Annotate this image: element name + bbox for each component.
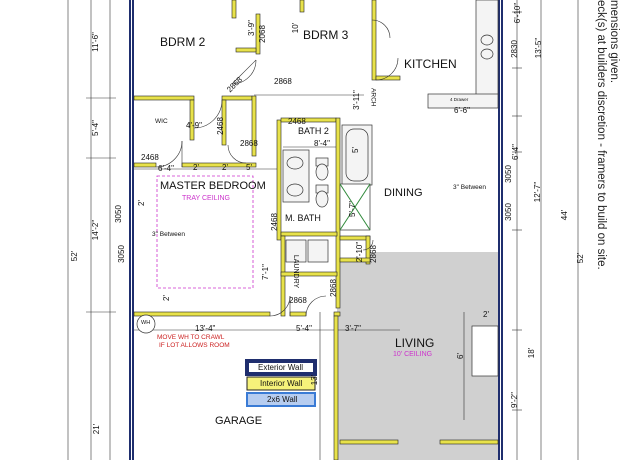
arch-label: ARCH bbox=[369, 88, 377, 107]
dim-5-4b: 5'-4" bbox=[296, 324, 312, 333]
dim-5b: 5' bbox=[350, 147, 360, 153]
room-master: MASTER BEDROOM bbox=[160, 180, 266, 192]
dim-drawer: 4 Drawer bbox=[450, 97, 469, 102]
dim-2868-a: 2868 bbox=[274, 77, 292, 86]
living-floor bbox=[337, 252, 498, 460]
dim-2830: 2830 bbox=[509, 40, 519, 58]
wh-label: WH bbox=[141, 320, 151, 326]
dim-2-10: 2'-10" bbox=[355, 241, 365, 263]
dim-2868-f: 2868 bbox=[368, 245, 378, 263]
dim-2868-d: 2868 bbox=[289, 296, 307, 305]
dim-2-living: 2' bbox=[483, 310, 489, 319]
dim-44: 44' bbox=[560, 209, 570, 221]
room-kitchen: KITCHEN bbox=[404, 57, 457, 71]
dim-3050-right: 3050 bbox=[503, 165, 513, 183]
dim-6: 6' bbox=[455, 353, 465, 359]
dim-6-4b: 6'-4" bbox=[510, 144, 520, 160]
dim-5-7: 5'-7" bbox=[347, 201, 357, 217]
door-swings bbox=[155, 19, 399, 317]
dim-14-2: 14'-2" bbox=[91, 219, 101, 241]
room-bath2: BATH 2 bbox=[298, 126, 329, 136]
left-dimension-lines bbox=[67, 0, 116, 460]
shower-stall bbox=[339, 183, 371, 231]
water-heater bbox=[136, 314, 156, 334]
dim-13: 13' bbox=[310, 374, 320, 386]
fireplace bbox=[471, 325, 499, 377]
room-bdrm3: BDRM 3 bbox=[303, 28, 349, 42]
living-ceiling-label: 10' CEILING bbox=[393, 351, 433, 358]
dim-52-left: 52' bbox=[70, 250, 80, 262]
dim-2468-d: 2468 bbox=[269, 213, 279, 231]
room-living: LIVING bbox=[395, 336, 435, 350]
room-mbath: M. BATH bbox=[285, 213, 321, 223]
dim-6-10: 6'-10" bbox=[513, 2, 523, 24]
room-dining: DINING bbox=[384, 187, 423, 199]
kitchen-counter bbox=[427, 0, 499, 109]
tray-ceiling-label: TRAY CEILING bbox=[182, 195, 230, 202]
dim-2868-e: 2868 bbox=[328, 279, 338, 297]
legend-exterior-label: Exterior Wall bbox=[258, 363, 304, 372]
dim-2c: 2' bbox=[136, 200, 146, 206]
dim-52-right: 52' bbox=[576, 252, 586, 264]
room-wic: WIC bbox=[155, 118, 168, 125]
dim-between-1: 3" Between bbox=[152, 231, 186, 238]
dim-2068: 2068 bbox=[257, 25, 267, 43]
dim-3-9: 3'-9" bbox=[246, 20, 256, 36]
dim-3050-right2: 3050 bbox=[503, 203, 513, 221]
bath-fixtures bbox=[282, 124, 373, 263]
dim-13-5: 13'-5" bbox=[534, 37, 544, 59]
dim-3-11: 3'-11" bbox=[351, 90, 361, 110]
dim-5a: 5' bbox=[246, 163, 252, 172]
dim-8-4: 8'-4" bbox=[314, 139, 330, 148]
interior-dimension-lines bbox=[134, 94, 465, 460]
legend-interior-swatch bbox=[246, 376, 316, 391]
dim-5-4: 5'-4" bbox=[90, 120, 100, 136]
room-laundry: LAUNDRY bbox=[292, 254, 300, 289]
dim-2b: 2' bbox=[222, 163, 228, 172]
room-garage: GARAGE bbox=[215, 415, 263, 427]
legend-2x6-swatch bbox=[246, 392, 316, 407]
dim-10: 10' bbox=[291, 22, 301, 34]
side-note-line1: mensions given. bbox=[608, 0, 620, 84]
dim-6-6: 6'-6" bbox=[454, 106, 470, 115]
dim-3050-left2: 3050 bbox=[116, 245, 126, 263]
dim-6-4: 6'-4" bbox=[158, 164, 174, 173]
note-if-lot: IF LOT ALLOWS ROOM bbox=[159, 342, 230, 349]
tray-ceiling-outline bbox=[156, 175, 254, 289]
dim-2468-c: 2468 bbox=[288, 117, 306, 126]
dim-9-2: 9'-2" bbox=[509, 392, 519, 408]
exterior-wall-inner-line bbox=[131, 0, 132, 460]
legend-interior-label: Interior Wall bbox=[260, 379, 303, 388]
legend-2x6-label: 2x6 Wall bbox=[267, 395, 298, 404]
dim-2468-a: 2468 bbox=[141, 153, 159, 162]
dim-11-6: 11'-6" bbox=[90, 32, 100, 52]
dim-7-1: 7'-1" bbox=[260, 264, 270, 280]
dim-18: 18' bbox=[527, 347, 537, 359]
dim-2d: 2' bbox=[161, 295, 171, 301]
interior-walls bbox=[133, 0, 499, 460]
dim-2a: 2' bbox=[193, 163, 199, 172]
dim-2468-b: 2468 bbox=[215, 117, 225, 135]
dim-13-4: 13'-4" bbox=[195, 324, 216, 333]
dim-3-7: 3'-7" bbox=[345, 324, 361, 333]
legend-exterior-swatch bbox=[245, 359, 317, 376]
dim-21: 21' bbox=[92, 423, 102, 435]
dim-12-7: 12'-7" bbox=[533, 181, 543, 203]
exterior-wall-inner-line-right bbox=[500, 0, 501, 460]
dim-3050-left: 3050 bbox=[113, 205, 123, 223]
room-bdrm2: BDRM 2 bbox=[160, 35, 206, 49]
side-note-line2: eck(s) at builders discretion - framers … bbox=[595, 0, 607, 270]
dim-between-2: 3" Between bbox=[453, 184, 487, 191]
dim-4-9: 4'-9" bbox=[186, 121, 202, 130]
note-move-wh: MOVE WH TO CRAWL bbox=[157, 334, 225, 341]
dim-2868-b: 2868 bbox=[240, 139, 258, 148]
right-dimension-lines bbox=[512, 0, 579, 460]
